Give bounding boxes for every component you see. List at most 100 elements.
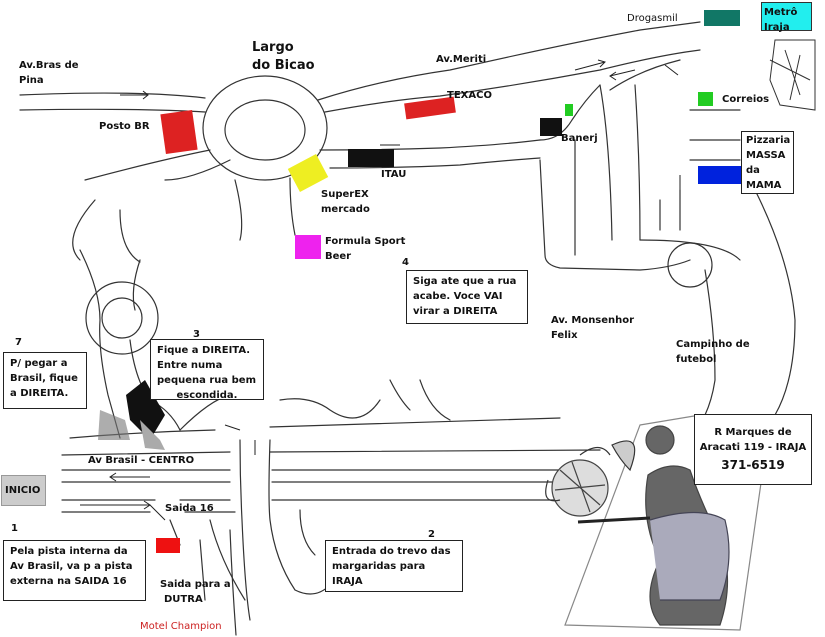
arrow <box>109 472 150 482</box>
posto-br-marker <box>160 109 198 155</box>
small-roundabout <box>101 297 143 339</box>
big-roundabout-outer <box>202 75 328 181</box>
inicio-box: INICIO <box>1 475 46 506</box>
step-3-box: Fique a DIREITA. Entre numa pequena rua … <box>150 339 264 401</box>
banerj-accent <box>565 104 573 116</box>
pizzaria-line: da <box>746 165 760 176</box>
step-line: virar a DIREITA <box>413 306 498 317</box>
step-line: externa na SAIDA 16 <box>10 576 127 587</box>
formula-line: Formula Sport <box>325 236 406 247</box>
label-texaco: TEXACO <box>447 90 492 101</box>
step-7-box: P/ pegar a Brasil, fique a DIREITA. <box>3 352 87 409</box>
step-line: escondida. <box>176 390 238 401</box>
av-brasil-lane <box>69 417 561 439</box>
metro-label-line: Iraja <box>764 22 790 33</box>
road <box>132 259 141 311</box>
road <box>389 379 451 421</box>
dotted-block <box>140 420 165 450</box>
road <box>329 157 541 169</box>
metro-marker <box>761 2 812 31</box>
road <box>234 177 296 241</box>
motel-marker <box>156 538 180 553</box>
av-brasil-lane <box>61 449 601 456</box>
arrow <box>609 69 636 81</box>
road <box>659 189 681 231</box>
road <box>634 84 641 241</box>
step-2-box: Entrada do trevo das margaridas para IRA… <box>325 540 463 592</box>
label-banerj: Banerj <box>561 133 598 144</box>
street-label: Pina <box>19 75 44 86</box>
road <box>239 439 251 621</box>
arrow <box>664 64 679 76</box>
street-av-brasil: Av Brasil - CENTRO <box>88 455 195 466</box>
road <box>164 159 231 181</box>
step-number: 3 <box>193 329 200 340</box>
step-line: acabe. Voce VAI <box>413 291 503 302</box>
road <box>754 189 796 416</box>
road <box>539 84 601 141</box>
step-line: IRAJA <box>332 576 363 587</box>
step-1-box: Pela pista interna da Av Brasil, va p a … <box>3 540 146 601</box>
campinho-circle <box>667 242 713 288</box>
step-number: 7 <box>15 337 22 348</box>
formula-marker <box>295 235 321 259</box>
road <box>79 249 121 439</box>
step-line: a DIREITA. <box>10 388 69 399</box>
label-superex: SuperEX mercado <box>321 187 370 217</box>
road <box>299 509 316 556</box>
label-drogasmil: Drogasmil <box>627 13 678 24</box>
address-box: R Marques de Aracati 119 - IRAJA 371-651… <box>694 414 812 485</box>
road <box>84 149 211 181</box>
road <box>704 269 716 416</box>
hatched-block <box>126 380 165 440</box>
campinho-line: futebol <box>676 354 717 365</box>
pizzaria-line: Pizzaria <box>746 135 791 146</box>
itau-marker <box>348 149 394 167</box>
big-roundabout <box>224 99 306 161</box>
road <box>72 199 96 261</box>
exit-label: Saida para a DUTRA <box>160 577 231 607</box>
arrow <box>574 59 606 71</box>
step-line: Av Brasil, va p a pista <box>10 561 133 572</box>
title-line: do Bicao <box>252 58 315 73</box>
road <box>229 529 237 636</box>
label-formula: Formula Sport Beer <box>325 234 405 264</box>
label-campinho: Campinho de futebol <box>676 337 750 367</box>
drogasmil-marker <box>704 10 740 26</box>
step-number: 2 <box>428 529 435 540</box>
label-itau: ITAU <box>381 169 407 180</box>
label-metro: Metrô Iraja <box>764 5 797 35</box>
step-line: margaridas para <box>332 561 426 572</box>
arrow <box>120 90 149 100</box>
street-label: Av. Monsenhor <box>551 315 635 326</box>
road <box>609 59 681 91</box>
road <box>19 92 206 99</box>
street-meriti: Av.Meriti <box>436 54 487 65</box>
superex-line: mercado <box>321 204 370 215</box>
metro-label-line: Metrô <box>764 7 798 18</box>
step-number: 1 <box>11 523 18 534</box>
label-motel: Motel Champion <box>140 621 222 632</box>
street-label: Av.Bras de <box>19 60 79 71</box>
pizzaria-line: MAMA <box>746 180 782 191</box>
page-title: Largo do Bicao <box>252 39 315 75</box>
road <box>279 398 381 419</box>
road <box>639 239 741 261</box>
banerj-marker <box>540 118 562 136</box>
step-4-box: Siga ate que a rua acabe. Voce VAI virar… <box>406 270 528 324</box>
address-line: R Marques de <box>714 427 792 438</box>
small-roundabout-outer <box>85 281 159 355</box>
step-line: Pela pista interna da <box>10 546 128 557</box>
street-label: Felix <box>551 330 578 341</box>
street-monsenhor: Av. Monsenhor Felix <box>551 313 634 343</box>
lady-with-pizza <box>545 414 771 631</box>
metro-sketch <box>769 39 816 111</box>
arrow <box>80 500 151 510</box>
arrow <box>149 504 166 521</box>
arrow <box>224 424 241 431</box>
campinho-line: Campinho de <box>676 339 750 350</box>
pizzaria-marker <box>698 166 741 184</box>
step-line: Fique a DIREITA. <box>157 345 251 356</box>
